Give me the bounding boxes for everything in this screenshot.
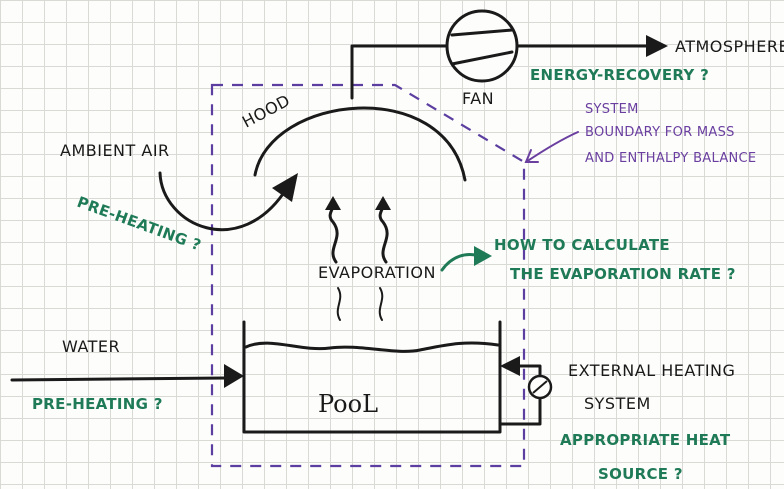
water-inlet-line (10, 376, 228, 382)
heating-supply-arrowhead (500, 356, 520, 376)
evaporation-arrows-upper (325, 196, 391, 264)
system-boundary-note-3: AND ENTHALPY BALANCE (585, 151, 756, 166)
energy-recovery-note: ENERGY-RECOVERY ? (530, 66, 709, 84)
pool-label: PooL (318, 390, 378, 418)
exhaust-duct (350, 44, 448, 100)
pump-icon (527, 374, 553, 400)
fan-icon (445, 9, 519, 83)
system-boundary-line (210, 83, 526, 468)
how-to-calculate-note-2: THE EVAPORATION RATE ? (510, 265, 736, 283)
water-inlet-arrowhead (224, 364, 244, 388)
evaporation-question-arrowhead (474, 246, 492, 266)
heat-source-note-2: SOURCE ? (598, 465, 683, 483)
pre-heating-water-note: PRE-HEATING ? (32, 395, 163, 413)
system-boundary-note-1: SYSTEM (585, 102, 639, 117)
external-heating-label-1: EXTERNAL HEATING (568, 361, 735, 380)
external-heating-label-2: SYSTEM (584, 394, 651, 413)
water-surface (244, 341, 500, 353)
evaporation-label: EVAPORATION (318, 263, 436, 282)
hood-label: HOOD (239, 91, 293, 132)
water-label: WATER (62, 337, 120, 356)
atmosphere-label: ATMOSPHERE (675, 37, 784, 56)
pre-heating-air-note: PRE-HEATING ? (75, 193, 204, 255)
boundary-pointer-head (524, 149, 539, 163)
atmosphere-arrowhead (646, 35, 668, 57)
boundary-pointer (525, 131, 579, 163)
how-to-calculate-note-1: HOW TO CALCULATE (494, 236, 670, 254)
ambient-air-label: AMBIENT AIR (60, 141, 170, 160)
ambient-air-arrowhead (272, 173, 298, 202)
system-boundary-note-2: BOUNDARY FOR MASS (585, 125, 735, 140)
pool-basin (242, 320, 502, 434)
heat-source-note-1: APPROPRIATE HEAT (560, 431, 731, 449)
hood-shape (253, 106, 467, 182)
fan-label: FAN (462, 89, 494, 108)
evaporation-wisps-lower (336, 287, 384, 321)
ambient-air-flow (158, 171, 289, 231)
